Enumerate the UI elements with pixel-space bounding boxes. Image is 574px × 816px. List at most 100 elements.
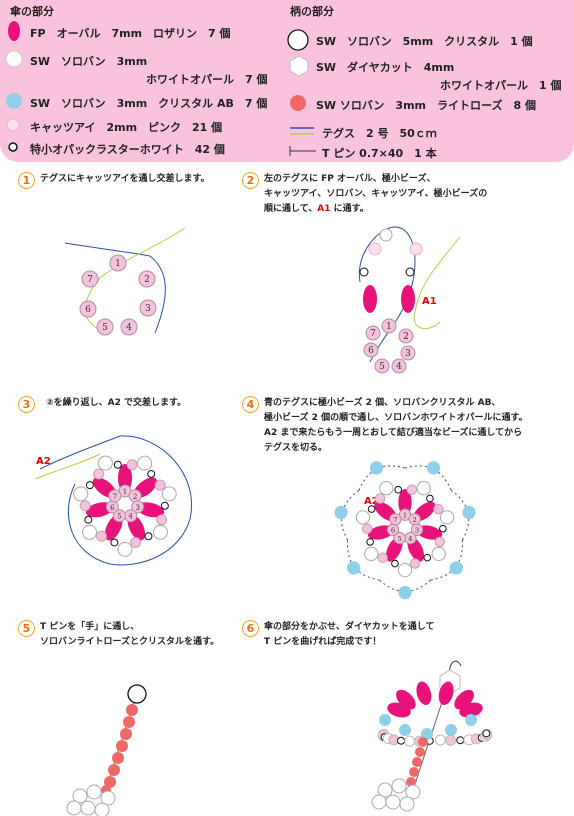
umbrella-edge-bead [434, 734, 446, 746]
umbrella-crystal-ab [445, 724, 457, 736]
cats-eye-bead [406, 484, 418, 495]
white-opal-bead [431, 546, 446, 562]
center-cats-eye [108, 489, 122, 503]
seed-bead [160, 501, 169, 510]
white-opal-bead [355, 510, 371, 525]
seed-bead-icon [8, 142, 18, 152]
white-opal-bead [73, 486, 89, 502]
cats-eye-bead [79, 500, 91, 512]
cats-eye-bead [126, 459, 138, 471]
white-opal-bead-icon [5, 50, 23, 68]
white-opal-bead [397, 562, 413, 578]
svg-text:3: 3 [405, 349, 411, 359]
seed-bead [147, 469, 156, 478]
seed-bead [367, 505, 376, 513]
crystal-ab-bead [369, 461, 384, 475]
step-1-diagram: 1 2 3 4 5 6 7 [64, 228, 186, 336]
crystal-ab-bead [398, 585, 412, 600]
step-6-text: 傘の部分をかぶせ、ダイヤカットを通して T ピンを曲げれば完成です！ [264, 622, 435, 647]
cats-eye-bead [130, 536, 142, 548]
legend-white-opal: ホワイトオパール 7 個 [146, 73, 268, 86]
legend-light-rose: SW ソロバン 3mm ライトローズ 8 個 [316, 99, 536, 112]
center-ring-label: 2 [133, 493, 137, 501]
center-cats-eye [131, 500, 145, 514]
ring-label-6: 6 [85, 305, 91, 315]
cats-eye-bead [154, 479, 166, 491]
step-3-text: ②を繰り返し、A2 で交差します。 [46, 398, 187, 408]
line-icon [290, 127, 314, 135]
ring-label-3: 3 [145, 304, 151, 314]
seed-bead [366, 538, 374, 546]
white-opal-bead [439, 510, 455, 525]
svg-text:2: 2 [403, 332, 409, 342]
cats-eye-bead [377, 552, 388, 563]
t-pin-icon [289, 146, 316, 156]
step-1-text: テグスにキャッツアイを通し交差します。 [40, 174, 210, 184]
step-3-number: 3 [18, 396, 35, 413]
svg-text:6: 6 [368, 346, 374, 356]
umbrella-edge-bead [397, 736, 406, 745]
cats-eye-bead-icon [6, 118, 20, 132]
legend-diamond-cut: SW ダイヤカット 4mm [316, 61, 455, 74]
crystal-ab-bead [347, 561, 361, 575]
umbrella-crystal-ab [465, 714, 477, 726]
cats-eye-bead [434, 536, 446, 548]
seed-bead [423, 553, 432, 562]
center-ring-label: 3 [135, 504, 139, 512]
crystal-ab-bead [449, 561, 463, 575]
umbrella-crystal-ab [399, 724, 411, 736]
step-6-diagram [371, 660, 493, 812]
white-opal-bead [137, 455, 153, 471]
step-4-text: 青のテグスに極小ビーズ 2 個、ソロバンクリスタル AB、 極小ビーズ 2 個の… [264, 398, 528, 453]
center-ring-label: 7 [393, 516, 397, 524]
crystal-ab-bead-icon [6, 93, 22, 109]
step-2-diagram: A1 1 2 3 4 5 6 7 [358, 226, 461, 374]
ring-label-4: 4 [126, 323, 132, 333]
legend-crystal-5mm: SW ソロバン 5mm クリスタル 1 個 [316, 35, 533, 48]
center-ring-label: 4 [128, 513, 133, 521]
a2-label-step3: A2 [36, 456, 51, 467]
legend-t-pin: T ピン 0.7×40 1 本 [322, 147, 437, 160]
svg-text:5: 5 [379, 362, 385, 372]
ring-label-5: 5 [102, 323, 108, 333]
svg-text:1: 1 [386, 322, 392, 332]
umbrella-edge-bead [404, 735, 416, 747]
white-opal-bead [161, 486, 177, 502]
legend-sw-soroban-3mm: SW ソロバン 3mm [30, 55, 148, 68]
seed-bead [144, 532, 153, 541]
center-cats-eye [389, 513, 402, 526]
svg-text:7: 7 [370, 329, 376, 339]
crystal-bead-icon [287, 29, 309, 51]
step-5-diagram [66, 684, 147, 816]
umbrella-oval [396, 689, 416, 710]
a1-label: A1 [422, 296, 437, 307]
legend-tegusu: テグス 2 号 50ｃｍ [322, 127, 437, 140]
seed-bead [439, 524, 447, 533]
center-ring-label: 1 [123, 488, 127, 496]
umbrella-oval [438, 681, 454, 705]
a2-label-step4: A2 [364, 496, 379, 507]
legend-cats-eye: キャッツアイ 2mm ピンク 21 個 [30, 121, 223, 134]
white-opal-bead [152, 524, 168, 540]
crystal-ab-bead [334, 505, 348, 520]
seed-bead [110, 538, 119, 547]
seed-bead [391, 559, 399, 568]
white-opal-bead [379, 481, 394, 496]
cats-eye-bead [361, 523, 373, 534]
center-ring-label: 4 [408, 535, 412, 543]
step-6-number: 6 [242, 620, 259, 637]
seed-bead [84, 515, 93, 524]
step-1-number: 1 [18, 172, 35, 189]
materials-legend: 傘の部分 柄の部分 FP オーバル 7mm ロザリン 7 個 SW ソロバン 3… [0, 0, 574, 162]
step-4-number: 4 [242, 396, 259, 413]
step-2-text: 左のテグスに FP オーバル、極小ビーズ、 キャッツアイ、ソロバン、キャッツアイ… [264, 174, 488, 214]
cats-eye-bead [433, 503, 444, 515]
center-ring-label: 7 [113, 493, 117, 501]
center-ring-label: 1 [403, 512, 407, 520]
cats-eye-bead [96, 530, 108, 542]
cats-eye-bead [156, 514, 168, 526]
diamond-cut-bead-icon [289, 55, 309, 77]
legend-crystal-ab: SW ソロバン 3mm クリスタル AB 7 個 [30, 97, 268, 110]
